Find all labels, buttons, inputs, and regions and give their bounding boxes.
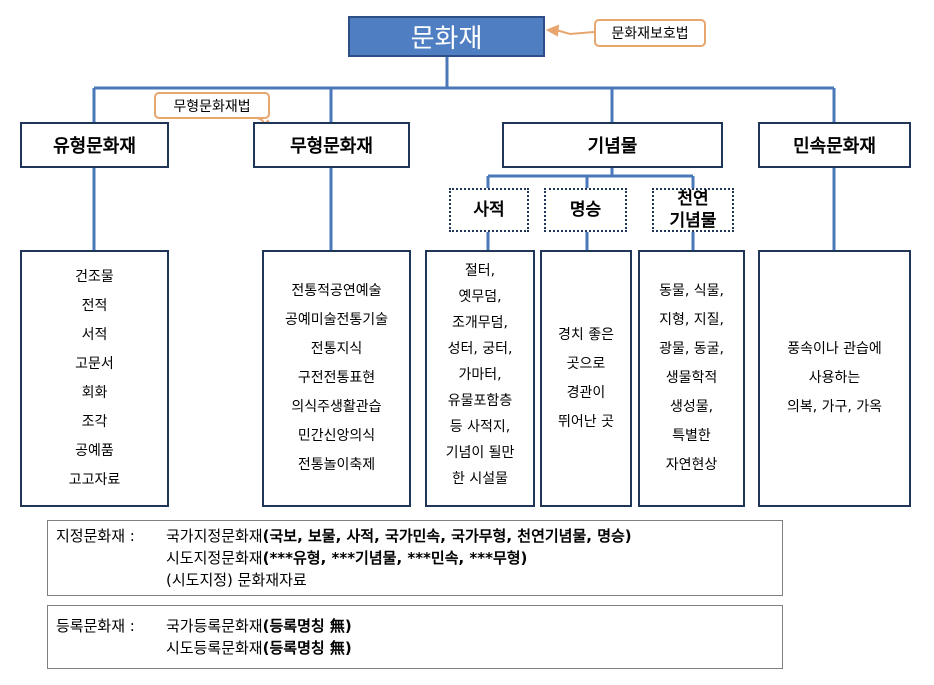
list-item: 민간신앙의식 xyxy=(297,428,376,444)
legend-designated-row-1: 지정문화재 : 국가지정문화재(국보, 보물, 사적, 국가민속, 국가무형, … xyxy=(56,525,782,547)
list-item: 전통적공연예술 xyxy=(291,283,382,299)
list-item: 건조물 xyxy=(75,268,114,285)
list-item: 생성물, xyxy=(669,399,714,415)
historic-site-label: 사적 xyxy=(473,200,505,220)
list-item: 성터, 궁터, xyxy=(447,341,513,357)
legend-designated-row-2: 시도지정문화재(***유형, ***기념물, ***민속, ***무형) xyxy=(56,547,782,569)
detail-historic-site: 절터, 옛무덤, 조개무덤, 성터, 궁터, 가마터, 유물포함층 등 사적지,… xyxy=(425,250,535,507)
intangible-law-callout: 무형문화재법 xyxy=(154,92,270,119)
list-item: 옛무덤, xyxy=(458,289,502,305)
list-item: 곳으로 xyxy=(566,355,606,372)
folklore-label: 민속문화재 xyxy=(793,136,876,157)
list-item: 한 시설물 xyxy=(452,471,508,487)
list-item: 의식주생활관습 xyxy=(291,399,382,415)
tangible-label: 유형문화재 xyxy=(53,136,136,157)
scenic-site-label: 명승 xyxy=(569,200,602,220)
list-item: 회화 xyxy=(81,384,108,401)
sub-natural-monument: 천연 기념물 xyxy=(652,188,734,232)
category-intangible: 무형문화재 xyxy=(253,122,410,168)
list-item: 고고자료 xyxy=(68,471,121,488)
list-item: 등 사적지, xyxy=(449,419,511,435)
intangible-label: 무형문화재 xyxy=(290,136,373,157)
list-item: 사용하는 xyxy=(808,370,861,386)
designated-national: 국가지정문화재 xyxy=(166,527,263,545)
natural-monument-label-1: 천연 xyxy=(677,189,709,209)
list-item: 유물포함층 xyxy=(447,393,513,409)
list-item: 서적 xyxy=(81,326,108,343)
designated-provincial-types: (***유형, ***기념물, ***민속, ***무형) xyxy=(262,549,528,567)
legend-designated-row-3: (시도지정) 문화재자료 xyxy=(56,569,782,591)
list-item: 지형, 지질, xyxy=(659,312,724,328)
designated-provincial: 시도지정문화재 xyxy=(166,549,263,567)
root-law-callout: 문화재보호법 xyxy=(594,19,706,47)
legend-designated: 지정문화재 : 국가지정문화재(국보, 보물, 사적, 국가민속, 국가무형, … xyxy=(47,520,783,596)
monument-label: 기념물 xyxy=(587,136,638,157)
list-item: 광물, 동굴, xyxy=(659,341,724,357)
detail-tangible: 건조물 전적 서적 고문서 회화 조각 공예품 고고자료 xyxy=(20,250,169,507)
list-item: 경관이 xyxy=(566,384,606,401)
list-item: 자연현상 xyxy=(665,457,718,473)
registered-national: 국가등록문화재 xyxy=(166,617,263,635)
list-item: 뛰어난 곳 xyxy=(558,413,614,430)
sub-historic-site: 사적 xyxy=(449,188,529,232)
list-item: 기념이 될만 xyxy=(445,445,515,461)
category-monument: 기념물 xyxy=(502,122,723,168)
registered-provincial-note: (등록명칭 無) xyxy=(262,639,352,657)
detail-natural-monument: 동물, 식물, 지형, 지질, 광물, 동굴, 생물학적 생성물, 특별한 자연… xyxy=(638,250,745,507)
root-law-label: 문화재보호법 xyxy=(611,26,689,42)
list-item: 공예품 xyxy=(75,442,114,459)
natural-monument-label-2: 기념물 xyxy=(669,211,717,231)
list-item: 특별한 xyxy=(672,428,711,444)
designated-label: 지정문화재 : xyxy=(56,527,135,545)
category-folklore: 민속문화재 xyxy=(758,122,911,168)
root-label: 문화재 xyxy=(410,24,483,54)
category-tangible: 유형문화재 xyxy=(20,122,169,168)
list-item: 생물학적 xyxy=(665,370,718,386)
designated-material: (시도지정) 문화재자료 xyxy=(166,571,307,589)
list-item: 풍속이나 관습에 xyxy=(787,341,882,357)
sub-scenic-site: 명승 xyxy=(544,188,627,232)
list-item: 가마터, xyxy=(458,367,502,383)
root-node: 문화재 xyxy=(348,16,545,57)
list-item: 고문서 xyxy=(75,355,114,372)
list-item: 전통지식 xyxy=(310,341,363,357)
registered-provincial: 시도등록문화재 xyxy=(166,639,263,657)
detail-scenic-site: 경치 좋은 곳으로 경관이 뛰어난 곳 xyxy=(540,250,632,507)
list-item: 의복, 가구, 가옥 xyxy=(786,399,883,415)
list-item: 전적 xyxy=(81,297,108,314)
list-item: 조개무덤, xyxy=(452,315,508,331)
detail-intangible: 전통적공연예술 공예미술전통기술 전통지식 구전전통표현 의식주생활관습 민간신… xyxy=(262,250,411,507)
registered-national-note: (등록명칭 無) xyxy=(262,617,352,635)
list-item: 절터, xyxy=(464,263,496,279)
list-item: 구전전통표현 xyxy=(297,370,376,386)
intangible-law-label: 무형문화재법 xyxy=(173,98,251,115)
legend-registered-row-2: 시도등록문화재(등록명칭 無) xyxy=(56,637,782,659)
list-item: 공예미술전통기술 xyxy=(284,312,389,328)
legend-registered: 등록문화재 : 국가등록문화재(등록명칭 無) 시도등록문화재(등록명칭 無) xyxy=(47,605,783,669)
list-item: 경치 좋은 xyxy=(558,326,614,343)
registered-label: 등록문화재 : xyxy=(56,617,135,635)
detail-folklore: 풍속이나 관습에 사용하는 의복, 가구, 가옥 xyxy=(758,250,911,507)
list-item: 동물, 식물, xyxy=(659,283,724,299)
list-item: 전통놀이축제 xyxy=(297,457,376,473)
designated-national-types: (국보, 보물, 사적, 국가민속, 국가무형, 천연기념물, 명승) xyxy=(262,527,632,545)
list-item: 조각 xyxy=(81,413,108,430)
legend-registered-row-1: 등록문화재 : 국가등록문화재(등록명칭 無) xyxy=(56,615,782,637)
